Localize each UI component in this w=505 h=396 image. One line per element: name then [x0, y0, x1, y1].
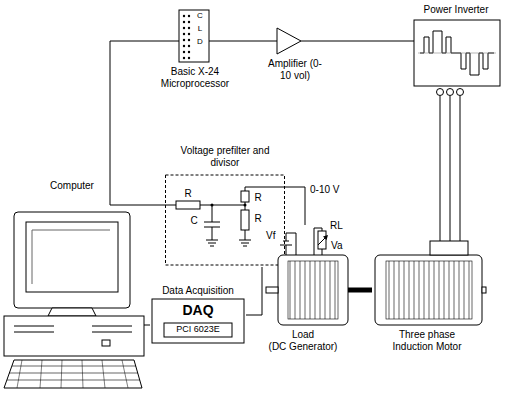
node-text: Voltage prefilter and divisor — [180, 145, 270, 169]
node-text: Three phase Induction Motor — [387, 329, 467, 353]
microprocessor-chip: CLD Basic X-24 Microprocessor — [155, 8, 235, 93]
computer-drawing — [2, 180, 147, 394]
wire — [285, 187, 305, 225]
wire — [235, 41, 265, 42]
wire — [246, 267, 262, 315]
induction-motor: Three phase Induction Motor — [372, 225, 487, 360]
computer: Computer — [2, 180, 147, 394]
node-text: Power Inverter — [410, 4, 502, 16]
amplifier-triangle: Amplifier (0-10 vol) — [265, 24, 325, 88]
node-text: Load — [258, 329, 348, 341]
node-text: DAQ — [150, 302, 246, 319]
node-text: L — [193, 24, 207, 34]
signal-label: Va — [331, 240, 343, 252]
prefilter-divider: Voltage prefilter and divisorRCRR — [165, 145, 285, 267]
node-text: Basic X-24 Microprocessor — [155, 66, 235, 90]
wire — [147, 325, 150, 326]
node-text: R — [177, 188, 199, 200]
node-text: Computer — [32, 180, 112, 192]
wire — [325, 41, 410, 42]
wire — [110, 41, 165, 205]
power-inverter: Power Inverter — [410, 4, 502, 96]
node-text: Amplifier (0-10 vol) — [265, 58, 325, 82]
shaft-coupling — [348, 288, 372, 293]
node-text: Data Acquisition — [150, 285, 246, 297]
signal-label: Vf — [266, 230, 275, 242]
node-text: PCI 6023E — [164, 324, 232, 335]
power-inverter-drawing — [410, 4, 502, 96]
wire — [440, 96, 460, 225]
node-text: (DC Generator) — [258, 341, 348, 353]
edge-label: 0-10 V — [309, 184, 340, 196]
daq-board: Data AcquisitionDAQ PCI 6023E — [150, 285, 246, 345]
node-text: D — [193, 37, 207, 47]
node-text: C — [187, 215, 201, 227]
node-text: C — [193, 11, 207, 21]
signal-label: RL — [330, 220, 343, 232]
node-text: R — [252, 213, 264, 225]
node-text: R — [252, 192, 264, 204]
